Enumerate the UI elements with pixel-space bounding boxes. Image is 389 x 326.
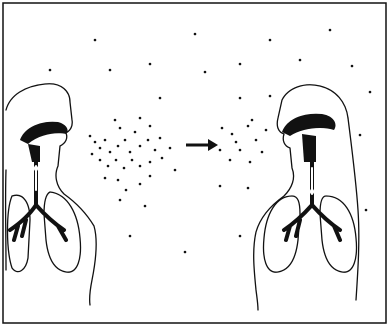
droplet xyxy=(369,91,372,94)
droplet xyxy=(114,119,117,122)
droplet xyxy=(125,189,128,192)
droplet xyxy=(269,95,272,98)
droplet xyxy=(219,185,222,188)
droplet xyxy=(184,251,187,254)
droplet xyxy=(139,145,142,148)
droplet xyxy=(107,165,110,168)
droplet xyxy=(89,135,92,138)
droplet xyxy=(221,127,224,130)
recipient-back-outline xyxy=(348,118,359,300)
droplet xyxy=(117,145,120,148)
droplet xyxy=(161,157,164,160)
droplet xyxy=(115,159,118,162)
droplet xyxy=(123,167,126,170)
droplet xyxy=(169,147,172,150)
droplet xyxy=(119,127,122,130)
droplet xyxy=(124,139,127,142)
droplet xyxy=(147,139,150,142)
droplet xyxy=(109,69,112,72)
droplet xyxy=(131,159,134,162)
droplet xyxy=(149,63,152,66)
droplet xyxy=(139,165,142,168)
droplet xyxy=(174,169,177,172)
droplet xyxy=(104,177,107,180)
droplet xyxy=(94,141,97,144)
recipient-person xyxy=(254,85,359,310)
droplet xyxy=(194,33,197,36)
droplet xyxy=(91,153,94,156)
droplet xyxy=(239,149,242,152)
droplet xyxy=(299,59,302,62)
figure-border xyxy=(3,3,386,323)
droplet xyxy=(119,199,122,202)
droplet xyxy=(329,29,332,32)
droplet xyxy=(247,187,250,190)
droplet xyxy=(359,134,362,137)
droplet xyxy=(231,133,234,136)
droplet xyxy=(129,235,132,238)
recipient-airway xyxy=(284,150,340,240)
droplet xyxy=(239,97,242,100)
source-up-arrow xyxy=(31,166,41,190)
droplet xyxy=(94,39,97,42)
droplet xyxy=(269,39,272,42)
droplet xyxy=(149,125,152,128)
droplet xyxy=(139,117,142,120)
droplet xyxy=(351,65,354,68)
source-person xyxy=(6,84,97,305)
droplet xyxy=(235,141,238,144)
droplet xyxy=(229,159,232,162)
droplet xyxy=(154,149,157,152)
droplet xyxy=(104,139,107,142)
source-nasal-cavity xyxy=(20,122,68,144)
droplet xyxy=(204,71,207,74)
droplet xyxy=(159,97,162,100)
droplet xyxy=(239,235,242,238)
droplet xyxy=(117,179,120,182)
droplet xyxy=(247,125,250,128)
droplet xyxy=(159,137,162,140)
right-arrow-icon xyxy=(186,139,218,151)
droplet xyxy=(255,139,258,142)
droplet xyxy=(251,119,254,122)
droplet xyxy=(109,151,112,154)
droplet xyxy=(99,147,102,150)
droplet xyxy=(365,209,368,212)
droplet xyxy=(139,183,142,186)
source-left-lung xyxy=(8,195,31,271)
droplet xyxy=(49,69,52,72)
droplet xyxy=(249,161,252,164)
droplet xyxy=(144,205,147,208)
droplet xyxy=(149,161,152,164)
droplet xyxy=(219,149,222,152)
recipient-nasal-cavity xyxy=(282,114,336,136)
droplet xyxy=(261,151,264,154)
droplet xyxy=(239,63,242,66)
droplet xyxy=(149,175,152,178)
droplet xyxy=(265,129,268,132)
recipient-throat xyxy=(302,134,316,162)
droplet xyxy=(129,151,132,154)
source-throat xyxy=(28,144,40,162)
recipient-down-arrow xyxy=(307,168,317,194)
droplet xyxy=(99,159,102,162)
droplet xyxy=(134,131,137,134)
